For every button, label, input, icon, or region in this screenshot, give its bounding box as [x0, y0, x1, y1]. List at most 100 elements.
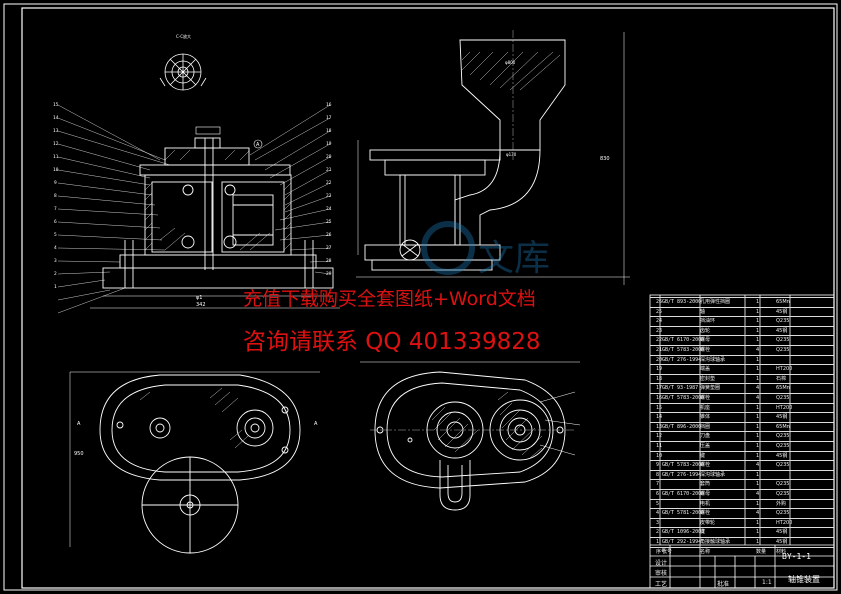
parts-cell-std: GB/T 896-2000: [662, 423, 702, 430]
svg-text:15: 15: [53, 102, 59, 108]
parts-cell-name: 电机: [700, 500, 711, 507]
parts-cell-qty: 4: [756, 385, 760, 392]
parts-cell-qty: 1: [756, 337, 760, 344]
svg-text:19: 19: [326, 141, 332, 147]
parts-cell-no: 26: [656, 299, 663, 305]
parts-cell-qty: 1: [756, 404, 760, 411]
parts-cell-name: 键: [700, 529, 706, 536]
drawing-number: BY-1-1: [782, 552, 811, 561]
svg-text:1: 1: [54, 284, 57, 290]
parts-cell-no: 9: [656, 462, 660, 469]
svg-text:830: 830: [600, 156, 610, 162]
parts-cell-no: 24: [656, 318, 663, 325]
hopper-hatching: [461, 51, 561, 91]
parts-cell-qty: 4: [756, 510, 760, 517]
parts-cell-no: 21: [656, 347, 663, 353]
drawing-name: 轴锥装置: [788, 575, 820, 584]
parts-cell-mat: 石棉: [776, 375, 787, 382]
parts-cell-std: GB/T 5783-2000: [662, 347, 705, 353]
parts-cell-mat: Q235: [776, 462, 790, 469]
parts-cell-mat: Q235: [776, 510, 790, 517]
parts-cell-mat: HT200: [776, 404, 793, 411]
parts-cell-no: 18: [656, 375, 663, 382]
tolerance-frame: A: [195, 126, 263, 149]
scale-value: 1:1: [762, 579, 772, 586]
parts-cell-std: GB/T 5783-2000: [662, 462, 705, 469]
parts-cell-name: 密封垫: [700, 375, 716, 382]
parts-cell-mat: Q235: [776, 481, 790, 488]
parts-cell-no: 22: [656, 337, 663, 344]
parts-cell-mat: Q235: [776, 347, 790, 353]
parts-cell-std: GB/T 292-1994: [662, 539, 702, 545]
parts-cell-qty: 1: [756, 423, 760, 430]
parts-cell-mat: Q235: [776, 337, 790, 344]
parts-cell-qty: 1: [756, 318, 760, 325]
svg-text:342: 342: [196, 302, 206, 308]
front-section-view: φ1 342: [90, 137, 340, 309]
parts-cell-std: GB/T 93-1987: [662, 385, 699, 392]
parts-cell-mat: 45钢: [776, 308, 788, 315]
parts-cell-mat: 45钢: [776, 539, 788, 545]
parts-cell-no: 20: [656, 356, 663, 363]
parts-cell-name: 挡油环: [700, 318, 716, 325]
checker-label: 审核: [655, 570, 668, 577]
parts-cell-mat: Q235: [776, 433, 790, 440]
parts-cell-no: 1: [656, 539, 660, 545]
parts-cell-no: 6: [656, 491, 660, 497]
parts-cell-no: 2: [656, 529, 660, 536]
svg-text:27: 27: [326, 245, 332, 251]
parts-cell-mat: 45钢: [776, 529, 788, 536]
parts-cell-no: 8: [656, 471, 660, 478]
svg-text:20: 20: [326, 154, 332, 160]
parts-cell-mat: 65Mn: [776, 299, 790, 305]
plan-view-left-hatching: [139, 387, 249, 449]
parts-cell-std: GB/T 5783-2000: [662, 395, 705, 401]
svg-text:10: 10: [53, 167, 59, 173]
parts-cell-name: 端盖: [700, 366, 711, 373]
parts-cell-std: GB/T 5781-2000: [662, 510, 705, 517]
parts-cell-std: GB/T 276-1994: [662, 471, 702, 478]
svg-text:14: 14: [53, 115, 59, 121]
svg-text:φ130: φ130: [506, 152, 517, 157]
parts-cell-qty: 1: [756, 414, 760, 421]
parts-cell-qty: 4: [756, 347, 760, 353]
svg-text:3: 3: [54, 258, 57, 264]
parts-cell-mat: 材料: [776, 548, 787, 555]
hub-detail-view: C-C放大: [159, 33, 207, 91]
svg-text:4: 4: [54, 245, 57, 251]
parts-cell-std: GB/T 6170-2000: [662, 491, 705, 497]
parts-cell-mat: Q235: [776, 491, 790, 497]
outer-border: [3, 3, 838, 591]
parts-cell-qty: 1: [756, 356, 760, 363]
parts-cell-no: 15: [656, 404, 663, 411]
parts-cell-mat: Q235: [776, 443, 790, 449]
parts-cell-no: 12: [656, 433, 663, 440]
plan-view-right: [360, 361, 581, 511]
parts-cell-qty: 4: [756, 395, 760, 401]
parts-cell-name: 锥体: [700, 414, 711, 421]
parts-cell-no: 4: [656, 510, 660, 517]
svg-text:13: 13: [53, 128, 59, 134]
leader-lines-left: [57, 104, 331, 314]
parts-cell-no: 13: [656, 423, 663, 430]
parts-cell-mat: 45钢: [776, 414, 788, 421]
parts-cell-qty: 数量: [756, 548, 767, 555]
designer-label: 设计: [655, 560, 668, 567]
logo-watermark: 文库: [421, 221, 550, 279]
svg-text:C-C放大: C-C放大: [176, 33, 191, 39]
